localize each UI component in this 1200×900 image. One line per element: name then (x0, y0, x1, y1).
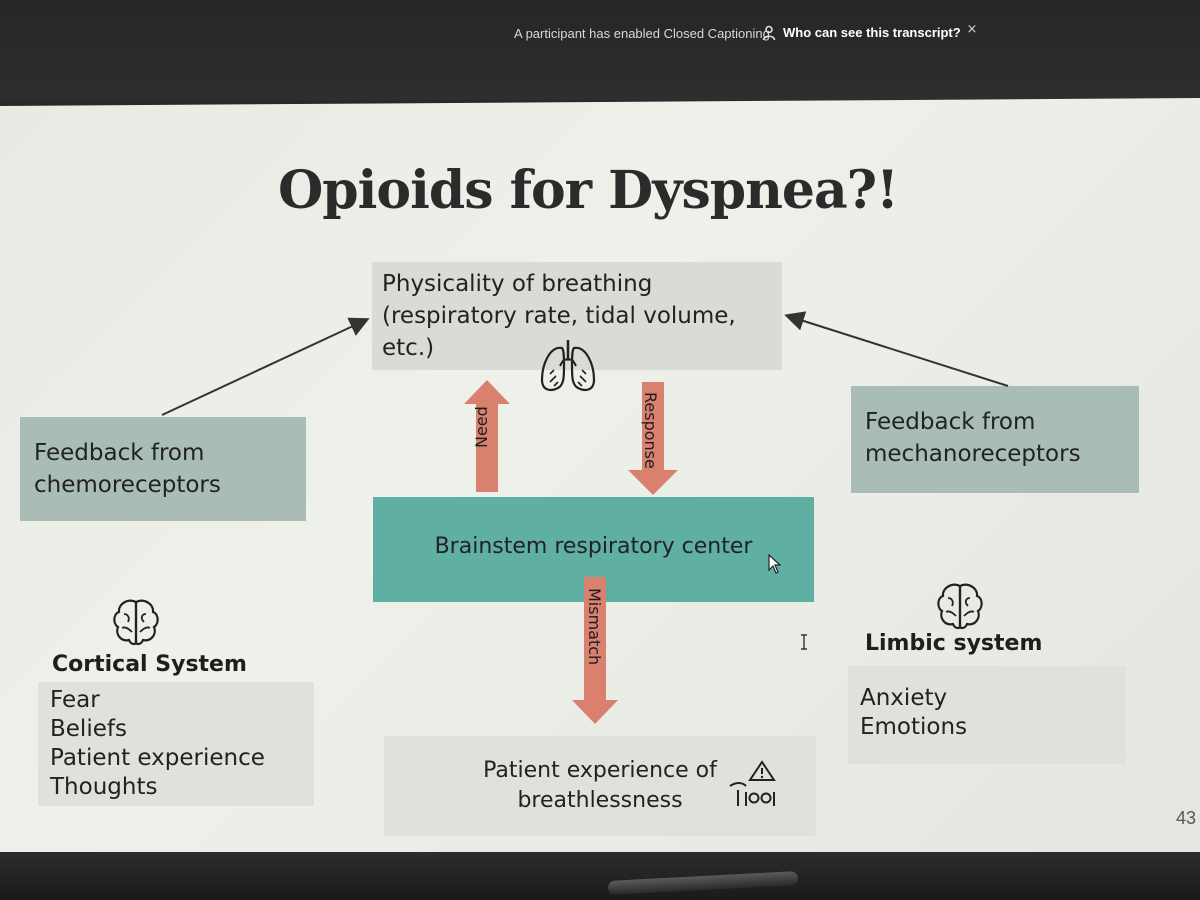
caption-notification-bar: A participant has enabled Closed Caption… (0, 0, 1200, 100)
lungs-icon (540, 340, 596, 391)
experience-line-1: Patient experience of (483, 758, 717, 783)
brainstem-label: Brainstem respiratory center (434, 534, 753, 559)
physicality-line-3: etc.) (382, 335, 435, 361)
patient-experience-box: Patient experience of breathlessness (384, 736, 816, 836)
chemo-line-2: chemoreceptors (34, 472, 221, 498)
chemo-line-1: Feedback from (34, 440, 205, 466)
cortical-system-list: Fear Beliefs Patient experience Thoughts (38, 682, 314, 806)
limbic-system-list: Anxiety Emotions (848, 666, 1126, 764)
brainstem-respiratory-center-box: Brainstem respiratory center (373, 497, 814, 602)
physicality-of-breathing-box: Physicality of breathing (respiratory ra… (372, 262, 782, 370)
list-item: Beliefs (50, 716, 127, 742)
experience-line-2: breathlessness (517, 788, 683, 813)
close-icon[interactable]: × (966, 22, 978, 37)
list-item: Emotions (860, 714, 968, 740)
slide-title: Opioids for Dyspnea?! (278, 160, 899, 221)
caption-notice-text: A participant has enabled Closed Caption… (514, 26, 770, 41)
list-item: Thoughts (50, 774, 158, 800)
breathless-person-icon (729, 760, 776, 806)
physicality-line-2: (respiratory rate, tidal volume, (382, 303, 736, 329)
cortical-system-heading: Cortical System (52, 652, 247, 677)
response-label: Response (641, 392, 660, 469)
person-icon (762, 25, 776, 41)
list-item: Fear (50, 687, 100, 713)
transcript-visibility-link[interactable]: Who can see this transcript? (783, 25, 961, 40)
mechano-line-1: Feedback from (865, 409, 1036, 435)
text-cursor-icon (801, 634, 807, 650)
list-item: Patient experience (50, 745, 265, 771)
chemoreceptors-feedback-box: Feedback from chemoreceptors (20, 417, 306, 521)
physicality-line-1: Physicality of breathing (382, 271, 653, 297)
brain-icon (113, 599, 159, 646)
mechano-line-2: mechanoreceptors (865, 441, 1081, 467)
slide-number: 43 (1176, 808, 1197, 828)
need-label: Need (472, 406, 491, 448)
mismatch-label: Mismatch (585, 588, 604, 666)
list-item: Anxiety (860, 685, 948, 711)
limbic-system-heading: Limbic system (865, 631, 1043, 656)
mouse-pointer-icon (768, 554, 782, 574)
brain-icon (937, 583, 983, 630)
mechanoreceptors-feedback-box: Feedback from mechanoreceptors (851, 386, 1139, 493)
monitor-bezel (0, 852, 1200, 900)
